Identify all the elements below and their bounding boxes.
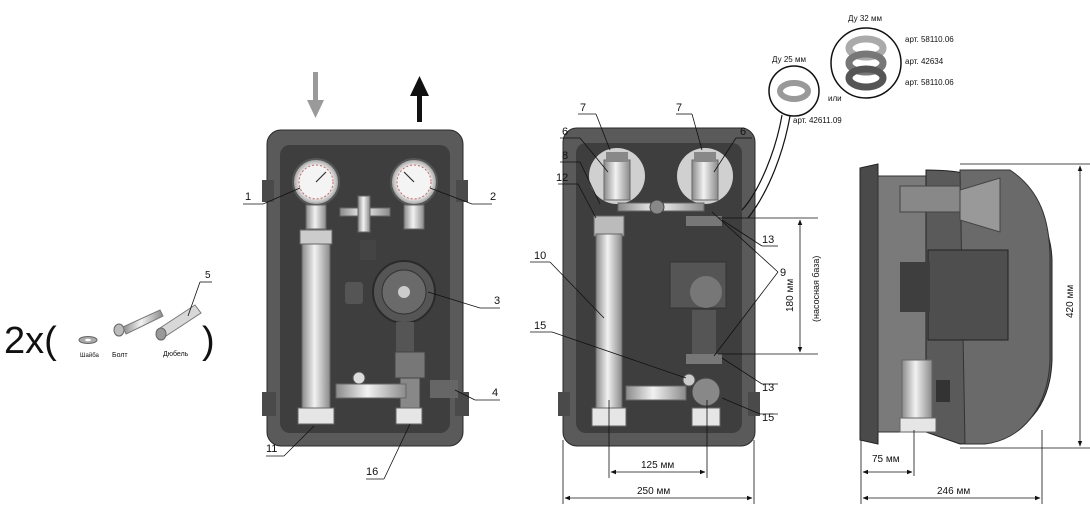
du25-label: Ду 25 мм	[772, 55, 806, 64]
dowel-icon	[155, 304, 202, 341]
dim-pump-base: (насосная база)	[811, 256, 821, 322]
flow-out-arrow-icon	[410, 76, 429, 122]
dim-180: 180 мм	[785, 279, 796, 312]
art-42634-label: арт. 42634	[905, 57, 944, 66]
or-label: или	[828, 94, 842, 103]
callouts-view2	[530, 113, 779, 415]
callout-6a: 6	[562, 126, 568, 138]
callout-3: 3	[494, 295, 500, 307]
callout-13a: 13	[762, 234, 774, 246]
kit-multiplier: 2x(	[4, 320, 57, 362]
washer-label: Шайба	[80, 352, 99, 359]
callout-1: 1	[245, 191, 251, 203]
dim-246: 246 мм	[937, 486, 970, 497]
art-58110-b-label: арт. 58110.06	[905, 78, 954, 87]
dimensions-side	[860, 163, 1090, 504]
callout-9: 9	[780, 267, 786, 279]
dim-125: 125 мм	[641, 460, 674, 471]
callout-12: 12	[556, 172, 568, 184]
side-view	[859, 163, 1053, 445]
callout-4: 4	[492, 387, 498, 399]
flow-in-arrow-icon	[307, 72, 324, 118]
bolt-label: Болт	[112, 352, 128, 359]
mounting-kit: 2x( Шайба Болт Дюбель ) 5	[4, 270, 215, 362]
callout-15a: 15	[534, 320, 546, 332]
callout-7b: 7	[676, 102, 682, 114]
du32-label: Ду 32 мм	[848, 14, 882, 23]
dim-250: 250 мм	[637, 486, 670, 497]
callouts-view1	[243, 187, 500, 480]
dim-75: 75 мм	[872, 454, 900, 465]
callout-10: 10	[534, 250, 546, 262]
check-valve-tube	[301, 243, 331, 413]
callout-8: 8	[562, 150, 568, 162]
art-58110-a-label: арт. 58110.06	[905, 35, 954, 44]
callout-15b: 15	[762, 412, 774, 424]
callout-2: 2	[490, 191, 496, 203]
front-view-open	[558, 127, 760, 447]
dowel-label: Дюбель	[163, 350, 189, 358]
kit-close: )	[202, 320, 215, 362]
gasket-du32	[830, 27, 902, 99]
callout-13b: 13	[762, 382, 774, 394]
callout-11: 11	[266, 443, 277, 455]
gasket-du25	[741, 65, 820, 219]
art-42611-label: арт. 42611.09	[793, 116, 842, 125]
front-view-assembled	[262, 72, 469, 447]
bolt-icon	[113, 309, 164, 337]
dim-420: 420 мм	[1065, 285, 1076, 318]
callout-6b: 6	[740, 126, 746, 138]
dimensions-view2	[562, 217, 818, 504]
callout-7a: 7	[580, 102, 586, 114]
callout-16: 16	[366, 466, 378, 478]
callout-5: 5	[205, 270, 211, 281]
washer-icon	[78, 336, 98, 344]
